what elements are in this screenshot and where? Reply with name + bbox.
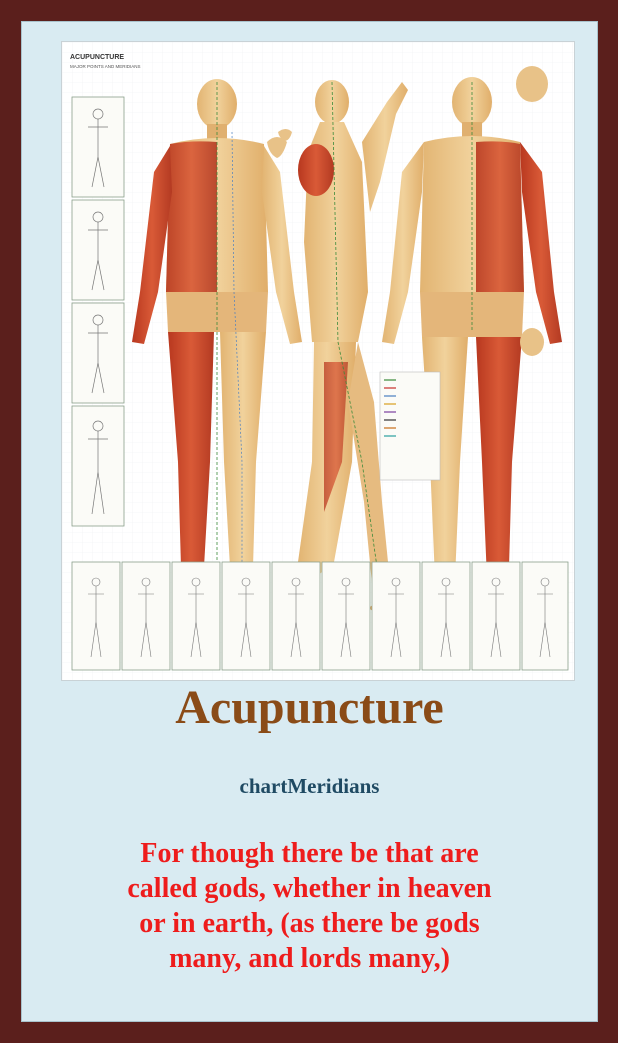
acupuncture-chart-image: ACUPUNCTURE MAJOR POINTS AND MERIDIANS bbox=[61, 41, 575, 681]
page-title: Acupuncture bbox=[21, 675, 598, 741]
verse-line: For though there be that are bbox=[41, 836, 578, 871]
poster-subheading: MAJOR POINTS AND MERIDIANS bbox=[70, 64, 141, 69]
poster-heading: ACUPUNCTURE bbox=[70, 54, 124, 61]
verse-line: many, and lords many,) bbox=[41, 941, 578, 976]
legend-box bbox=[380, 372, 440, 480]
verse-line: or in earth, (as there be gods bbox=[41, 906, 578, 941]
page-subtitle: chartMeridians bbox=[21, 773, 598, 799]
content-card: ACUPUNCTURE MAJOR POINTS AND MERIDIANS bbox=[21, 21, 598, 1022]
verse-line: called gods, whether in heaven bbox=[41, 871, 578, 906]
verse-text: For though there be that are called gods… bbox=[41, 836, 578, 976]
